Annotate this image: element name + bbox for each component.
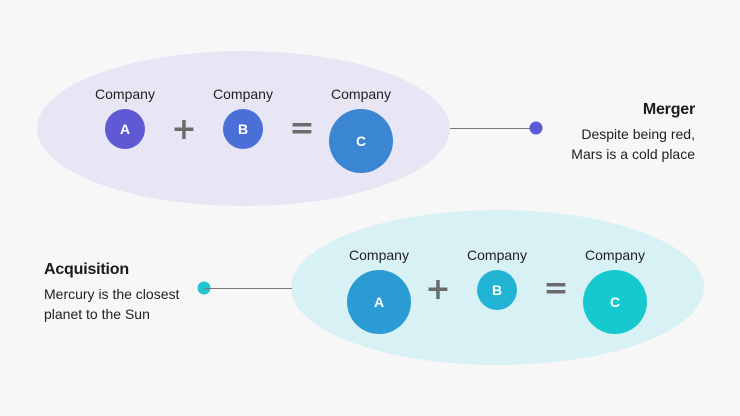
merger-plus-icon: + <box>171 112 197 147</box>
merger-company-c-circle: C <box>329 109 393 173</box>
acquisition-company-c-label: Company <box>585 247 645 263</box>
acquisition-company-c-letter: C <box>609 294 621 310</box>
acquisition-description: Mercury is the closest planet to the Sun <box>44 286 180 322</box>
acquisition-company-a-label: Company <box>349 247 409 263</box>
merger-connector-line <box>450 128 536 129</box>
merger-company-c-letter: C <box>355 133 367 149</box>
acquisition-company-b-circle: B <box>477 270 517 310</box>
acquisition-company-b-label: Company <box>467 247 527 263</box>
merger-company-a-circle: A <box>105 109 145 149</box>
merger-title: Merger <box>642 101 695 118</box>
acquisition-plus-icon: + <box>425 272 451 307</box>
merger-company-c-label: Company <box>331 86 391 102</box>
merger-company-b-letter: B <box>237 121 249 137</box>
acquisition-company-a-letter: A <box>373 294 385 310</box>
acquisition-connector-line <box>204 288 292 289</box>
acquisition-title: Acquisition <box>44 261 129 278</box>
merger-description: Despite being red, Mars is a cold place <box>571 126 695 162</box>
merger-company-b-label: Company <box>213 86 273 102</box>
acquisition-company-c-circle: C <box>583 270 647 334</box>
merger-connector-dot <box>529 121 543 135</box>
merger-company-a-letter: A <box>119 121 131 137</box>
acquisition-company-b-letter: B <box>491 282 503 298</box>
merger-company-a-label: Company <box>95 86 155 102</box>
acquisition-equals-icon: = <box>543 271 569 306</box>
merger-company-b-circle: B <box>223 109 263 149</box>
acquisition-company-a-circle: A <box>347 270 411 334</box>
merger-equals-icon: = <box>289 111 315 146</box>
